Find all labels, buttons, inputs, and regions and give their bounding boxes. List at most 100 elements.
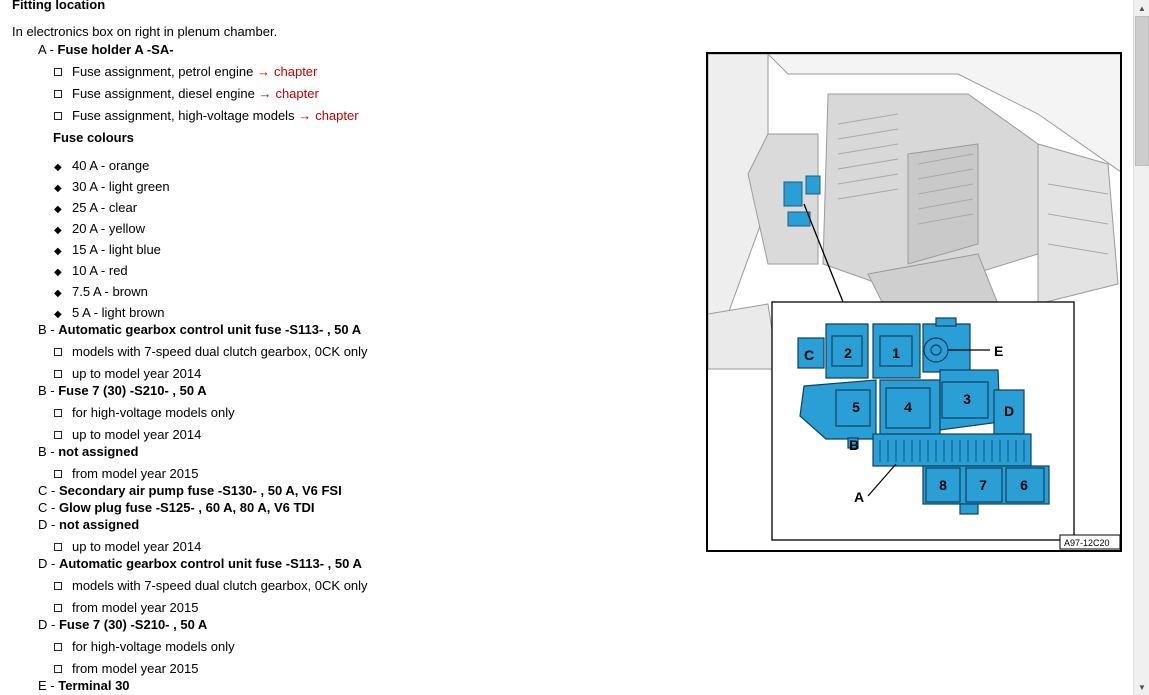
square-bullet-icon xyxy=(54,112,62,121)
sub-item-text: from model year 2015 xyxy=(72,600,199,615)
sub-item-text: 5 A - light brown xyxy=(72,305,165,320)
sub-item-text: up to model year 2014 xyxy=(72,366,202,381)
legend-item: D - Automatic gearbox control unit fuse … xyxy=(38,556,362,572)
callout-a: A xyxy=(854,489,864,505)
legend-separator: - xyxy=(46,678,59,693)
sub-item-text: up to model year 2014 xyxy=(72,427,202,442)
legend-sub-item: ◆ 15 A - light blue xyxy=(54,242,161,260)
square-bullet-icon xyxy=(54,665,62,674)
legend-separator: - xyxy=(45,42,58,57)
legend-title: Automatic gearbox control unit fuse -S11… xyxy=(58,556,362,571)
legend-title: Fuse 7 (30) -S210- , 50 A xyxy=(58,617,208,632)
scrollbar-thumb[interactable] xyxy=(1135,16,1149,166)
legend-letter: D xyxy=(38,517,48,532)
intro-text: In electronics box on right in plenum ch… xyxy=(12,24,278,39)
scroll-down-arrow-icon[interactable]: ▼ xyxy=(1134,679,1149,695)
legend-sub-item: models with 7-speed dual clutch gearbox,… xyxy=(54,578,368,594)
diamond-bullet-icon: ◆ xyxy=(54,309,62,320)
sub-item-text: for high-voltage models only xyxy=(72,405,235,420)
legend-sub-item: for high-voltage models only xyxy=(54,639,235,655)
legend-item: B - Automatic gearbox control unit fuse … xyxy=(38,322,361,338)
legend-item: D - Fuse 7 (30) -S210- , 50 A xyxy=(38,617,207,633)
legend-letter: D xyxy=(38,556,48,571)
legend-separator: - xyxy=(47,517,59,532)
legend-sub-item: up to model year 2014 xyxy=(54,427,201,443)
legend-title: Secondary air pump fuse -S130- , 50 A, V… xyxy=(58,483,342,498)
legend-sub-item: from model year 2015 xyxy=(54,600,198,616)
chapter-link[interactable]: chapter xyxy=(275,86,319,101)
sub-item-text: 10 A - red xyxy=(72,263,128,278)
sub-item-text: Fuse assignment, diesel engine xyxy=(72,86,259,101)
legend-sub-item: ◆10 A - red xyxy=(54,263,128,281)
legend-item: D - not assigned xyxy=(38,517,139,533)
legend-item: E - Terminal 30 xyxy=(38,678,130,694)
callout-d: D xyxy=(1004,403,1014,419)
legend-sub-item: ◆ 5 A - light brown xyxy=(54,305,165,323)
sub-item-text: 15 A - light blue xyxy=(72,242,161,257)
sub-item-text: 40 A - orange xyxy=(72,158,150,173)
sub-item-text: Fuse assignment, petrol engine xyxy=(72,64,257,79)
legend-title: Terminal 30 xyxy=(58,678,130,693)
legend-sub-item: models with 7-speed dual clutch gearbox,… xyxy=(54,344,368,360)
square-bullet-icon xyxy=(54,470,62,479)
legend-sub-item: up to model year 2014 xyxy=(54,366,201,382)
scroll-up-arrow-icon[interactable]: ▲ xyxy=(1134,0,1149,16)
legend-sub-item: from model year 2015 xyxy=(54,466,198,482)
chapter-link[interactable]: chapter xyxy=(315,108,359,123)
sub-item-text: up to model year 2014 xyxy=(72,539,202,554)
legend-letter: E xyxy=(38,678,47,693)
sub-item-text: Fuse assignment, high-voltage models xyxy=(72,108,299,123)
square-bullet-icon xyxy=(54,90,62,99)
legend-sub-item: Fuse assignment, petrol engine → chapter xyxy=(54,64,317,80)
engine-bay-illustration xyxy=(708,54,1120,370)
fuse-box-diagram: 1 2 3 4 5 6 7 8 C D E B A xyxy=(708,54,1120,550)
diamond-bullet-icon: ◆ xyxy=(54,288,62,299)
legend-sub-item: ◆25 A - clear xyxy=(54,200,137,218)
square-bullet-icon xyxy=(54,643,62,652)
fuse-label-2: 2 xyxy=(844,345,852,361)
callout-b: B xyxy=(849,437,859,453)
legend-title: Automatic gearbox control unit fuse -S11… xyxy=(58,322,362,337)
callout-e: E xyxy=(994,343,1003,359)
legend-letter: B xyxy=(38,383,47,398)
legend-sub-item: ◆20 A - yellow xyxy=(54,221,145,239)
sub-item-text: for high-voltage models only xyxy=(72,639,235,654)
sub-item-text: models with 7-speed dual clutch gearbox,… xyxy=(72,344,368,359)
legend-letter: D xyxy=(38,617,48,632)
fuse-label-4: 4 xyxy=(904,399,912,415)
fuse-label-8: 8 xyxy=(939,477,947,493)
legend-title: not assigned xyxy=(58,517,140,532)
square-bullet-icon xyxy=(54,409,62,418)
legend-letter: B xyxy=(38,444,47,459)
callout-c: C xyxy=(804,347,814,363)
link-arrow: → xyxy=(258,86,272,101)
square-bullet-icon xyxy=(54,68,62,77)
fuse-label-7: 7 xyxy=(979,477,987,493)
legend-letter: C xyxy=(38,483,48,498)
legend-separator: - xyxy=(46,383,59,398)
square-bullet-icon xyxy=(54,370,62,379)
chapter-link[interactable]: chapter xyxy=(274,64,318,79)
sub-item-text: from model year 2015 xyxy=(72,661,199,676)
sub-item-text: from model year 2015 xyxy=(72,466,199,481)
diamond-bullet-icon: ◆ xyxy=(54,246,62,257)
vertical-scrollbar[interactable]: ▲ ▼ xyxy=(1133,0,1149,695)
legend-title: not assigned xyxy=(58,444,139,459)
fuse-label-6: 6 xyxy=(1020,477,1028,493)
legend-separator: - xyxy=(47,556,59,571)
legend-separator: - xyxy=(46,444,59,459)
sub-item-text: 30 A - light green xyxy=(72,179,170,194)
diamond-bullet-icon: ◆ xyxy=(54,183,62,194)
legend-title: Glow plug fuse -S125- , 60 A, 80 A, V6 T… xyxy=(58,500,315,515)
legend-separator: - xyxy=(47,500,59,515)
fuse-label-1: 1 xyxy=(892,345,900,361)
legend-sub-item: ◆ 30 A - light green xyxy=(54,179,170,197)
sub-item-text: 25 A - clear xyxy=(72,200,138,215)
legend-item: C - Glow plug fuse -S125- , 60 A, 80 A, … xyxy=(38,500,314,516)
legend-letter: C xyxy=(38,500,48,515)
link-arrow: → xyxy=(257,64,270,79)
diamond-bullet-icon: ◆ xyxy=(54,225,62,236)
fuse-box-figure: 1 2 3 4 5 6 7 8 C D E B A xyxy=(706,52,1122,552)
legend-letter: A xyxy=(38,42,46,57)
legend-sub-item: up to model year 2014 xyxy=(54,539,201,555)
